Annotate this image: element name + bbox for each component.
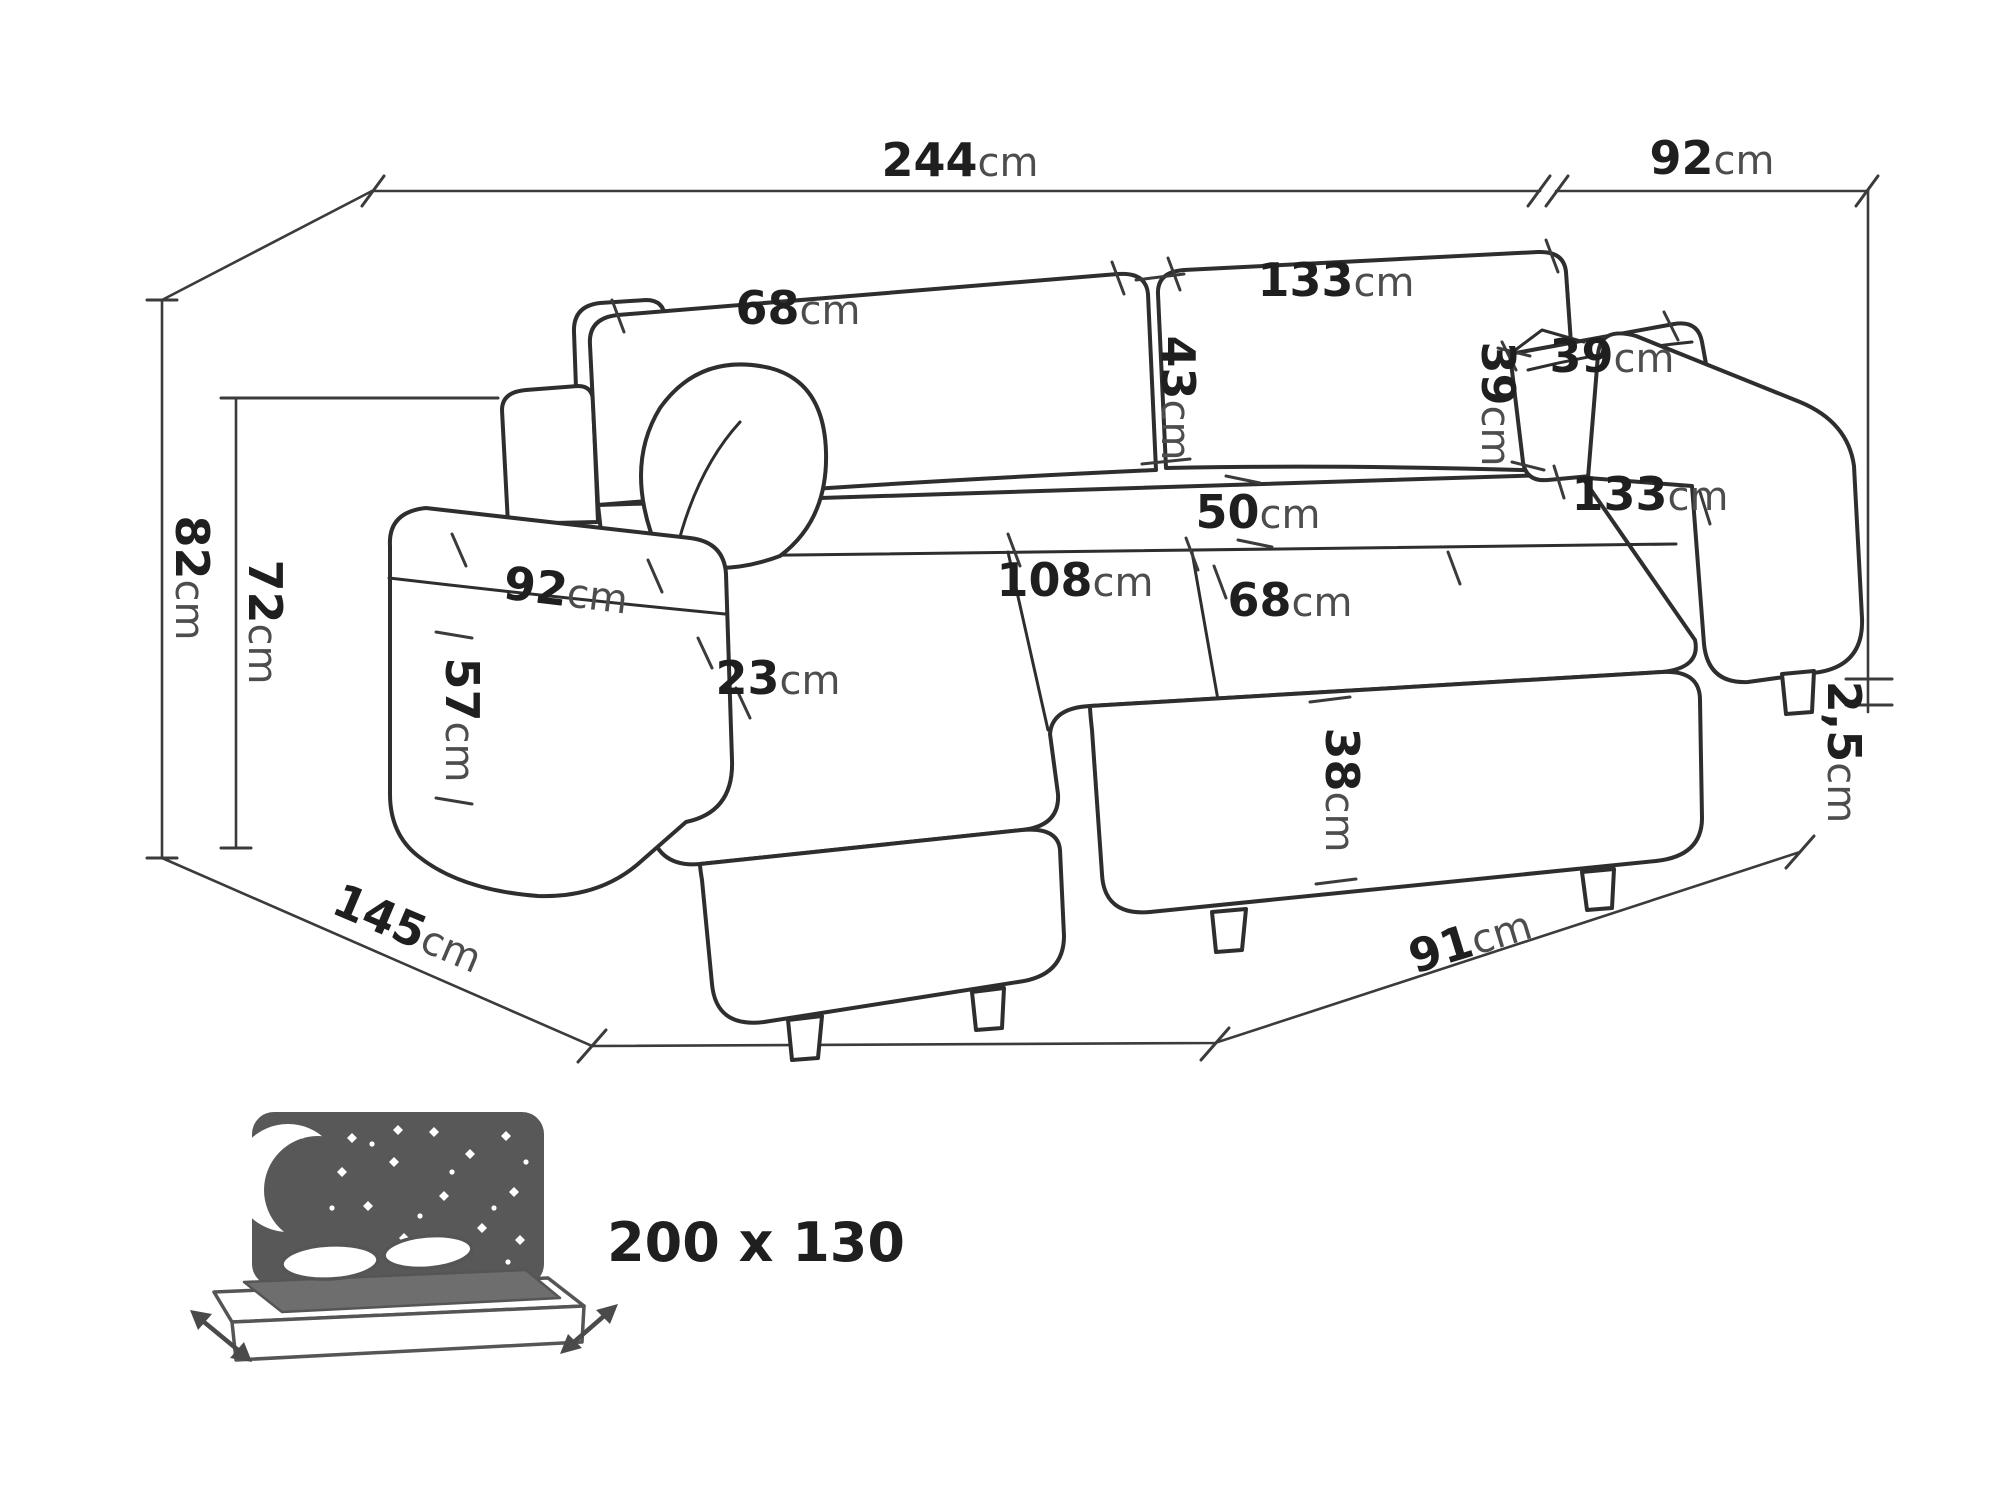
armrest-right [1586, 331, 1865, 685]
dimension-frame-lines [160, 189, 1870, 1048]
dim-chaise-seat-width: 92cm [501, 556, 632, 625]
dim-total-width: 244cm [882, 133, 1039, 187]
sleeping-dimensions-label: 200 x 130 [607, 1211, 905, 1274]
leg-chaise-2 [970, 986, 1006, 1032]
dim-seat-back-strip: 50cm [1196, 485, 1321, 539]
dim-back-cushion-left: 68cm [736, 281, 861, 335]
dimension-frame-ticks [145, 174, 1894, 1064]
dim-armrest-height: 57cm [435, 658, 489, 783]
back-pillow-crease [674, 420, 742, 554]
dim-backrest-top-height: 72cm [238, 560, 292, 685]
dim-pillow-height: 39cm [1471, 342, 1525, 467]
dim-total-depth: 92cm [1650, 131, 1775, 185]
leg-front-1 [1210, 907, 1248, 954]
leg-chaise-1 [786, 1014, 824, 1062]
pillow-icon-2 [382, 1233, 474, 1271]
leg-front-2 [1580, 867, 1616, 912]
dim-total-height: 82cm [165, 516, 219, 641]
dim-backrest-cushion-height: 43cm [1151, 336, 1205, 461]
unfold-arrow-right [560, 1304, 618, 1354]
dim-leg-height: 2,5cm [1817, 681, 1871, 823]
front-face-main [1088, 669, 1704, 915]
dim-seat-cushion-right: 68cm [1228, 573, 1353, 627]
dim-pillow-width: 39cm [1550, 329, 1675, 383]
dim-armrest-width: 23cm [716, 651, 841, 705]
dim-seat-cushion-left: 108cm [997, 553, 1154, 607]
sofa-dimension-ticks [434, 238, 1712, 886]
pillow-icon-1 [280, 1243, 380, 1281]
sleeping-area-icon [190, 1112, 618, 1362]
seat-division-lines [714, 542, 1678, 732]
unfold-arrow-left [190, 1310, 252, 1362]
dim-chaise-depth: 145cm [325, 873, 491, 984]
armrest-left-ridge [387, 576, 727, 616]
dim-seat-height: 38cm [1315, 728, 1369, 853]
front-face-chaise [698, 827, 1066, 1025]
sofa-back-slab-left [500, 384, 600, 526]
dim-seat-right-width: 133cm [1572, 467, 1729, 521]
leg-right [1780, 669, 1816, 716]
dim-back-cushion-right: 133cm [1258, 253, 1415, 307]
dim-front-width-right: 91cm [1402, 896, 1537, 984]
pillow-corner-fold [1508, 328, 1586, 356]
